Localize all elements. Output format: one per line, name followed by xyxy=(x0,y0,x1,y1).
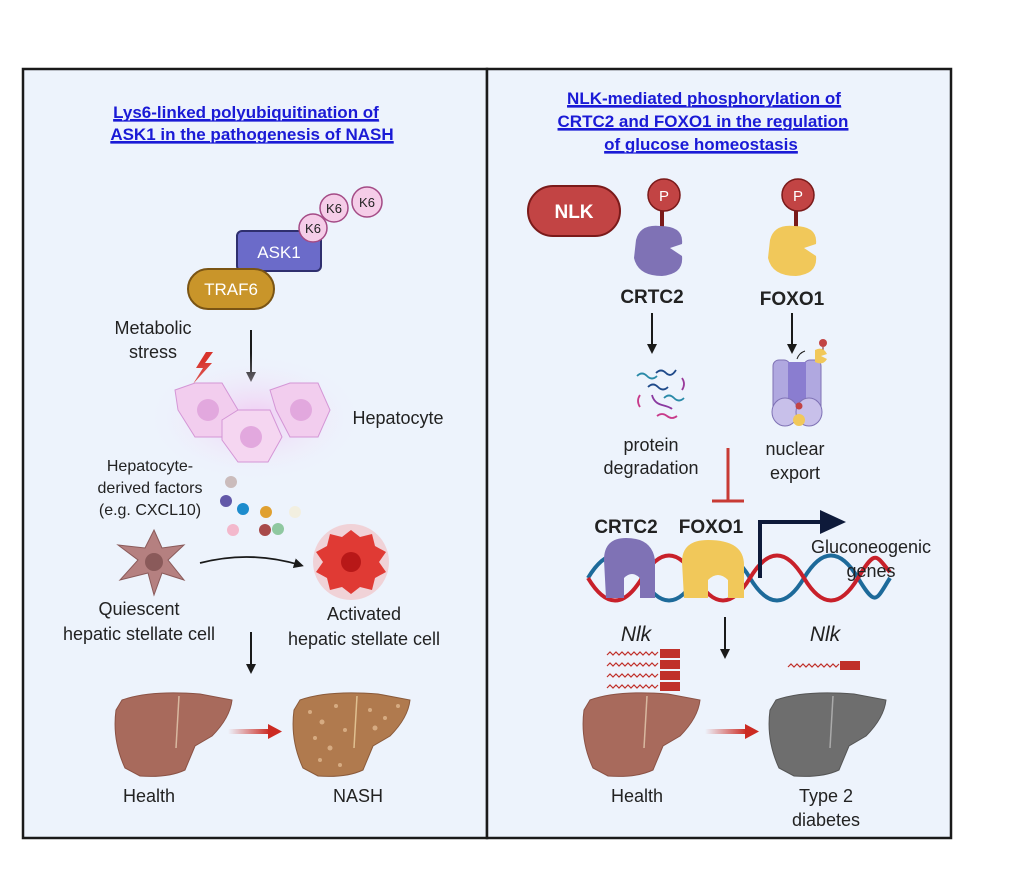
left-title-line2: ASK1 in the pathogenesis of NASH xyxy=(110,125,393,144)
red-arrow-left xyxy=(228,729,270,734)
health-label-right: Health xyxy=(611,786,663,806)
activated-stellate-cell xyxy=(313,524,389,600)
nlk-gene-label-right: Nlk xyxy=(810,623,842,646)
factors-label-2: derived factors xyxy=(98,480,203,497)
quiescent-stellate-cell xyxy=(116,528,186,597)
k6-2 xyxy=(319,193,349,223)
metabolic-stress-label-1: Metabolic xyxy=(114,318,191,338)
factors-label-3: (e.g. CXCL10) xyxy=(99,502,201,519)
traf6-box xyxy=(187,268,275,310)
nash-label: NASH xyxy=(333,786,383,806)
svg-text:P: P xyxy=(793,188,803,205)
crtc2-label: CRTC2 xyxy=(620,287,683,308)
crtc2-dna-label: CRTC2 xyxy=(594,517,657,538)
nuclear-export-label-2: export xyxy=(770,463,820,483)
crtc2-protein: P xyxy=(634,178,683,276)
ask1-box xyxy=(236,230,322,272)
quiescent-label-2: hepatic stellate cell xyxy=(63,624,215,644)
mrna-low xyxy=(787,661,860,670)
ask1-complex: ASK1 TRAF6 K6 K6 K6 xyxy=(187,186,383,310)
k6-3 xyxy=(351,186,383,218)
red-arrow-right xyxy=(705,729,747,734)
nuclear-pore xyxy=(771,339,827,427)
left-title-line1: Lys6-linked polyubiquitination of xyxy=(113,103,379,122)
svg-text:K6: K6 xyxy=(305,221,321,236)
nlk-gene-label-left: Nlk xyxy=(621,623,653,646)
svg-text:K6: K6 xyxy=(359,195,375,210)
right-panel xyxy=(485,67,953,840)
svg-text:P: P xyxy=(659,188,669,205)
quiescent-label-1: Quiescent xyxy=(98,599,179,619)
mrna-high xyxy=(606,649,681,692)
transcription-start-arrow xyxy=(758,520,822,578)
activation-arrow xyxy=(199,556,304,569)
k6-1 xyxy=(298,213,328,243)
foxo1-protein: P xyxy=(768,178,817,276)
metabolic-stress-label-2: stress xyxy=(129,342,177,362)
nlk-label: NLK xyxy=(554,202,593,223)
health-label-left: Health xyxy=(123,786,175,806)
crtc2-bound-protein xyxy=(604,538,655,598)
liver-type2-diabetes xyxy=(768,692,887,777)
svg-text:K6: K6 xyxy=(326,201,342,216)
protein-degradation-label-2: degradation xyxy=(603,458,698,478)
nlk-box xyxy=(527,185,621,237)
inhibition-symbol xyxy=(712,448,744,503)
nuclear-export-label-1: nuclear xyxy=(765,439,824,459)
traf6-label: TRAF6 xyxy=(204,280,258,299)
diabetes-label-1: Type 2 xyxy=(799,786,853,806)
hepatocyte-label: Hepatocyte xyxy=(352,408,443,428)
liver-nash xyxy=(292,692,411,777)
foxo1-bound-protein xyxy=(682,540,744,598)
factors-label-1: Hepatocyte- xyxy=(107,458,193,475)
degraded-protein-fragments xyxy=(636,369,685,419)
foxo1-dna-label: FOXO1 xyxy=(679,517,744,538)
hepatocyte-cluster xyxy=(145,353,365,483)
liver-healthy-left xyxy=(114,692,233,777)
gluconeogenic-label-2: genes xyxy=(846,561,895,581)
foxo1-label: FOXO1 xyxy=(760,289,825,310)
factor-dots xyxy=(220,476,301,536)
protein-degradation-label-1: protein xyxy=(623,435,678,455)
gluconeogenic-label-1: Gluconeogenic xyxy=(811,537,931,557)
ask1-label: ASK1 xyxy=(257,243,300,262)
right-title-line3: of glucose homeostasis xyxy=(604,135,798,154)
activated-label-2: hepatic stellate cell xyxy=(288,629,440,649)
activated-label-1: Activated xyxy=(327,604,401,624)
right-title-line2: CRTC2 and FOXO1 in the regulation xyxy=(558,112,849,131)
diabetes-label-2: diabetes xyxy=(792,810,860,830)
liver-healthy-right xyxy=(582,692,701,777)
right-title-line1: NLK-mediated phosphorylation of xyxy=(567,89,841,108)
